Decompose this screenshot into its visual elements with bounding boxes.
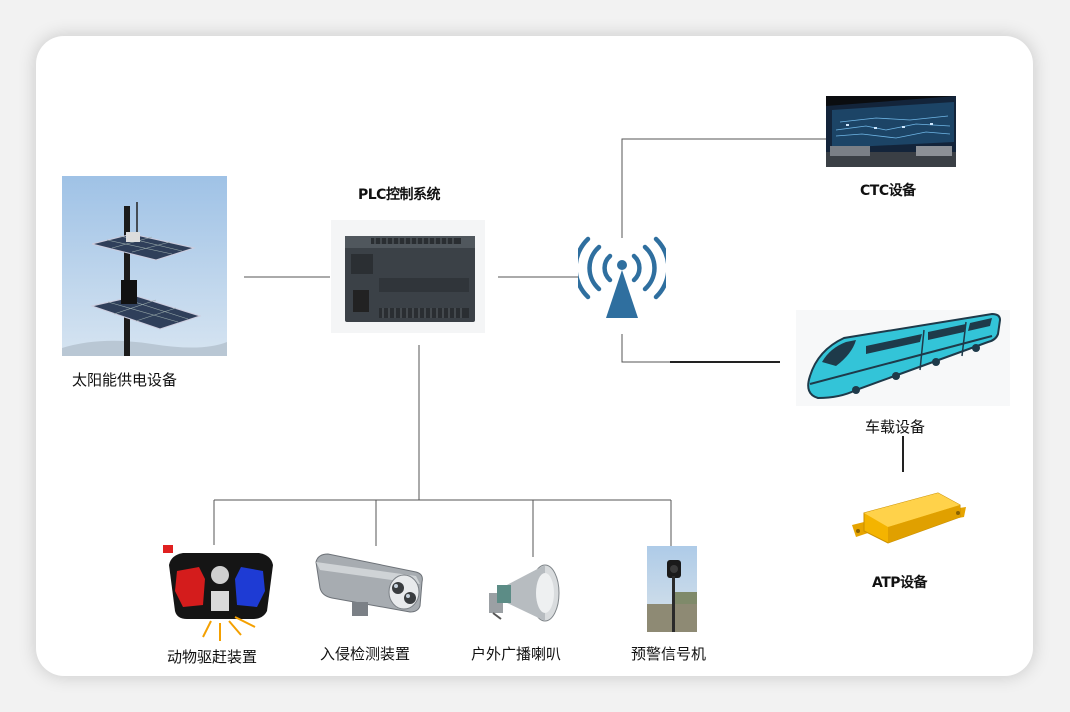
label-ctc: CTC设备	[860, 183, 916, 199]
plc-controller-icon	[331, 220, 485, 333]
ctc-control-room-icon	[826, 96, 956, 167]
warning-signal-icon	[647, 546, 697, 632]
label-intrusion: 入侵检测装置	[320, 645, 411, 663]
node-solar	[62, 176, 227, 356]
node-animal	[163, 545, 277, 645]
label-atp: ATP设备	[872, 575, 928, 591]
wireless-antenna-icon	[573, 236, 671, 318]
label-solar: 太阳能供电设备	[72, 371, 178, 389]
train-icon	[796, 310, 1010, 406]
node-signal	[647, 546, 697, 632]
node-speaker	[483, 557, 567, 627]
label-plc: PLC控制系统	[358, 187, 440, 203]
edge-wireless-ctc	[621, 138, 826, 238]
label-animal: 动物驱赶装置	[167, 648, 258, 666]
node-ctc	[826, 96, 956, 167]
atp-beacon-icon	[852, 492, 966, 544]
node-plc	[331, 220, 485, 333]
label-signal: 预警信号机	[631, 645, 707, 663]
label-train: 车载设备	[865, 418, 926, 436]
node-atp	[848, 487, 968, 551]
horn-speaker-icon	[483, 557, 567, 627]
security-camera-icon	[312, 546, 428, 628]
node-wireless	[573, 236, 671, 320]
node-train	[796, 310, 1010, 406]
solar-panel-pole-icon	[62, 176, 227, 356]
animal-repeller-icon	[163, 545, 277, 645]
node-intrusion	[312, 546, 428, 628]
label-speaker: 户外广播喇叭	[471, 645, 562, 663]
edge-wireless-train	[621, 334, 780, 363]
